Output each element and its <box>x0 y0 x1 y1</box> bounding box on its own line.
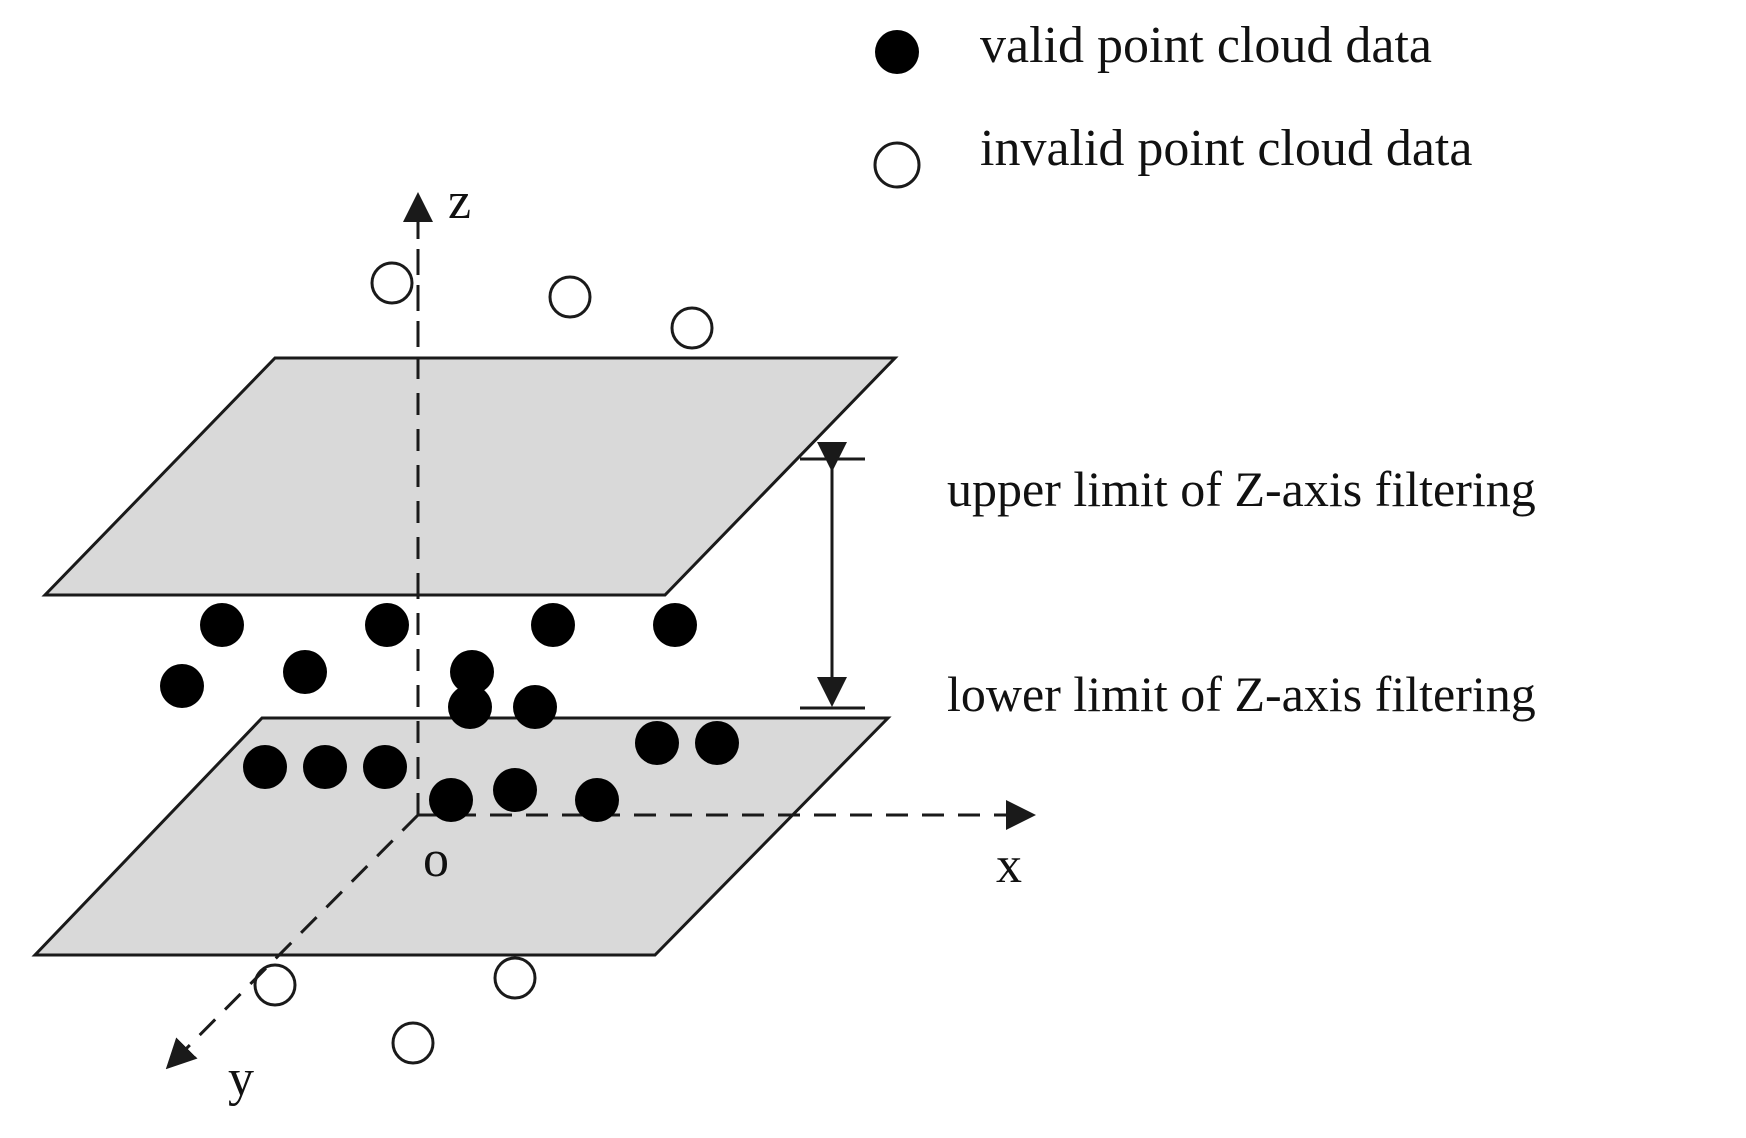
valid-point <box>695 721 739 765</box>
y-axis-label: y <box>228 1050 254 1107</box>
valid-point <box>200 603 244 647</box>
valid-point <box>575 778 619 822</box>
legend-invalid-label: invalid point cloud data <box>980 120 1472 177</box>
valid-point <box>160 664 204 708</box>
invalid-point <box>670 306 714 350</box>
upper-limit-label: upper limit of Z-axis filtering <box>947 461 1536 517</box>
valid-point <box>363 745 407 789</box>
invalid-point <box>370 261 414 305</box>
upper-filter-plane <box>41 356 899 597</box>
valid-point <box>283 650 327 694</box>
legend: valid point cloud data invalid point clo… <box>873 17 1472 189</box>
filter-range-indicator <box>800 442 865 710</box>
valid-point <box>365 603 409 647</box>
valid-point <box>635 721 679 765</box>
legend-valid-label: valid point cloud data <box>980 17 1432 74</box>
origin-label: o <box>423 831 449 888</box>
invalid-point <box>548 275 592 319</box>
valid-points-lower <box>243 721 739 822</box>
valid-point <box>450 650 494 694</box>
valid-points-middle <box>160 603 697 729</box>
valid-point <box>513 685 557 729</box>
legend-invalid-marker <box>873 141 921 189</box>
valid-point <box>429 778 473 822</box>
invalid-point <box>253 963 297 1007</box>
x-axis-label: x <box>996 837 1022 894</box>
valid-point <box>243 745 287 789</box>
legend-valid-marker <box>875 30 919 74</box>
invalid-point <box>391 1021 435 1065</box>
valid-point <box>531 603 575 647</box>
valid-point <box>303 745 347 789</box>
invalid-points-bottom <box>253 956 537 1065</box>
z-axis-label: z <box>448 173 471 230</box>
invalid-points-top <box>370 261 714 350</box>
valid-point <box>448 685 492 729</box>
lower-limit-label: lower limit of Z-axis filtering <box>947 666 1536 722</box>
valid-point <box>493 768 537 812</box>
valid-point <box>653 603 697 647</box>
invalid-point <box>493 956 537 1000</box>
lower-filter-plane <box>31 716 892 957</box>
y-axis <box>165 813 420 1070</box>
